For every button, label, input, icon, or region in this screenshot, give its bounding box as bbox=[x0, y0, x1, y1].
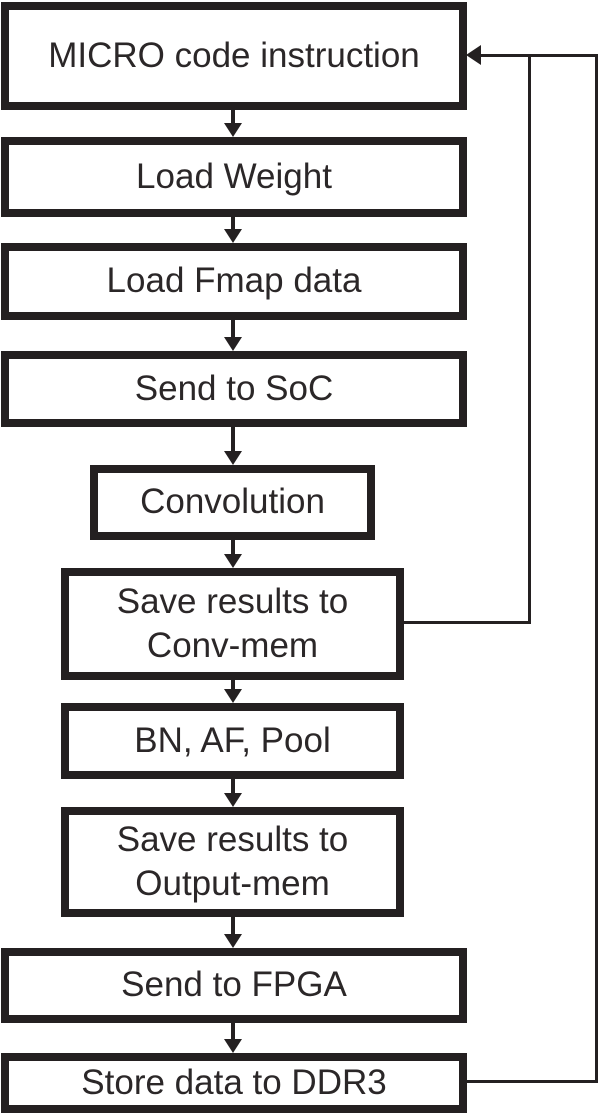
node-label: Send to SoC bbox=[134, 368, 334, 408]
arrow-head bbox=[224, 1039, 242, 1053]
arrow-down-icon-soc-to-convolution bbox=[224, 427, 242, 465]
node-save-results-output-mem: Save results to Output-mem bbox=[61, 807, 404, 917]
arrow-shaft bbox=[231, 217, 235, 230]
node-label: Convolution bbox=[140, 482, 325, 522]
arrow-shaft bbox=[231, 110, 235, 124]
node-convolution: Convolution bbox=[90, 465, 375, 540]
node-label: BN, AF, Pool bbox=[134, 720, 331, 760]
feedback-conv-mem-horizontal-line bbox=[403, 621, 531, 624]
arrow-down-icon-micro-to-load-weight bbox=[224, 110, 242, 137]
arrow-down-icon-fmap-to-soc bbox=[224, 320, 242, 351]
arrow-head bbox=[224, 229, 242, 243]
arrow-head bbox=[224, 337, 242, 351]
arrow-down-icon-output-mem-to-fpga bbox=[224, 917, 242, 948]
feedback-ddr3-horizontal-line bbox=[467, 1080, 598, 1083]
arrow-down-icon-conv-mem-to-bn-af-pool bbox=[224, 680, 242, 703]
feedback-conv-mem-vertical-line bbox=[528, 54, 531, 624]
arrow-down-icon-fpga-to-ddr3 bbox=[224, 1023, 242, 1053]
feedback-ddr3-vertical-line bbox=[595, 54, 598, 1083]
node-store-data-to-ddr3: Store data to DDR3 bbox=[1, 1053, 467, 1113]
arrow-shaft bbox=[231, 540, 235, 555]
node-save-results-conv-mem: Save results to Conv-mem bbox=[61, 568, 404, 680]
node-label: Send to FPGA bbox=[121, 965, 347, 1005]
node-send-to-fpga: Send to FPGA bbox=[1, 948, 467, 1023]
node-send-to-soc: Send to SoC bbox=[1, 351, 467, 427]
arrow-shaft bbox=[231, 1023, 235, 1040]
node-label: Store data to DDR3 bbox=[81, 1062, 387, 1102]
arrow-down-icon-bn-af-pool-to-output-mem bbox=[224, 779, 242, 807]
node-micro-code-instruction: MICRO code instruction bbox=[1, 2, 467, 110]
arrow-head bbox=[224, 689, 242, 703]
arrow-shaft bbox=[231, 917, 235, 935]
arrow-shaft bbox=[231, 680, 235, 690]
node-load-weight: Load Weight bbox=[1, 137, 467, 217]
arrow-head bbox=[224, 123, 242, 137]
arrow-head bbox=[224, 451, 242, 465]
arrow-head bbox=[224, 934, 242, 948]
arrow-shaft bbox=[231, 320, 235, 338]
arrow-down-icon-convolution-to-conv-mem bbox=[224, 540, 242, 568]
arrow-shaft bbox=[231, 779, 235, 794]
arrow-head bbox=[224, 554, 242, 568]
node-label: Save results to Output-mem bbox=[116, 819, 349, 903]
arrow-shaft bbox=[231, 427, 235, 452]
arrow-head bbox=[224, 793, 242, 807]
node-load-fmap-data: Load Fmap data bbox=[1, 243, 467, 320]
feedback-return-horizontal-line bbox=[478, 54, 598, 57]
arrow-down-icon-load-weight-to-fmap bbox=[224, 217, 242, 243]
node-label: Load Fmap data bbox=[106, 261, 362, 301]
node-label: MICRO code instruction bbox=[48, 35, 420, 75]
node-label: Load Weight bbox=[136, 156, 332, 196]
node-bn-af-pool: BN, AF, Pool bbox=[61, 703, 404, 779]
arrow-left-icon-into-micro bbox=[466, 45, 481, 65]
node-label: Save results to Conv-mem bbox=[116, 581, 349, 665]
